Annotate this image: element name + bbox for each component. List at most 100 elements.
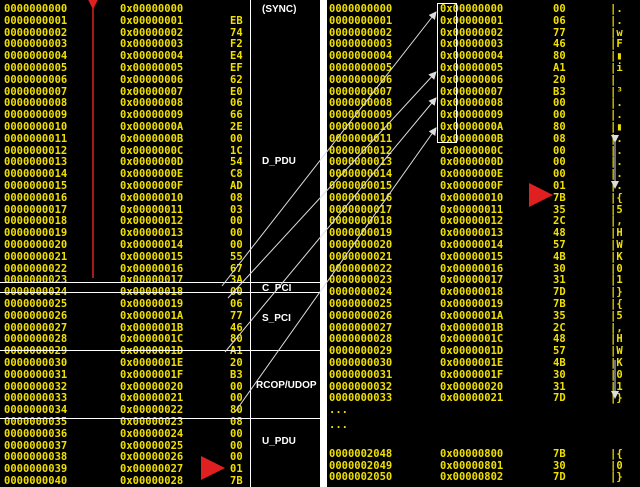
row-byte-value: 06 xyxy=(230,97,243,110)
row-ascii: |, xyxy=(610,215,623,228)
row-offset-dec: 0000000016 xyxy=(329,191,393,204)
row-offset-hex: 0x00000000 xyxy=(440,3,504,15)
row-offset-dec: 0000000024 xyxy=(329,286,393,299)
row-offset-hex: 0x0000001F xyxy=(440,368,504,381)
row-offset-hex: 0x0000000C xyxy=(440,144,504,157)
row-offset-dec: 0000000020 xyxy=(4,239,68,251)
row-offset-hex: 0x00000013 xyxy=(120,227,184,240)
row-byte-value: 54 xyxy=(230,156,243,169)
row-offset-hex: 0x0000001F xyxy=(120,368,184,381)
row-byte-value: B3 xyxy=(230,368,243,381)
row-byte-value: 30 xyxy=(553,459,566,472)
row-byte-value: 00 xyxy=(230,239,243,251)
row-ascii: |, xyxy=(610,321,623,334)
row-byte-value: 1C xyxy=(230,144,243,157)
row-offset-dec: 0000000006 xyxy=(4,73,68,86)
row-byte-value: F2 xyxy=(230,38,243,51)
row-offset-hex: 0x00000000 xyxy=(120,3,184,15)
row-offset-hex: 0x0000000D xyxy=(440,156,504,169)
row-byte-value: 00 xyxy=(553,156,566,169)
row-byte-value: 35 xyxy=(553,309,566,322)
row-offset-dec: 0000000010 xyxy=(4,121,68,133)
row-ascii: |0 xyxy=(610,368,623,381)
row-offset-dec: ... xyxy=(329,418,348,431)
row-ascii: |K xyxy=(610,357,623,369)
row-offset-hex: 0x0000000A xyxy=(120,121,184,133)
row-offset-dec: 0000000008 xyxy=(329,97,393,110)
row-byte-value: 7B xyxy=(553,191,566,204)
row-byte-value: 00 xyxy=(553,109,566,122)
row-ascii: |{ xyxy=(610,447,623,460)
row-ascii: |} xyxy=(610,471,623,484)
row-ascii: |³ xyxy=(610,85,623,98)
row-offset-hex: 0x0000001A xyxy=(120,309,184,322)
row-offset-dec: 0000000025 xyxy=(4,298,68,310)
row-offset-dec: 0000000030 xyxy=(4,357,68,369)
arrow-rcop-map xyxy=(224,97,437,353)
row-offset-dec: 0000000026 xyxy=(4,309,68,322)
row-offset-hex: 0x00000004 xyxy=(120,50,184,63)
row-byte-value: 08 xyxy=(230,416,243,428)
row-byte-value: 35 xyxy=(553,203,566,216)
row-offset-dec: 0000000013 xyxy=(329,156,393,169)
row-offset-dec: 0000000030 xyxy=(329,357,393,369)
row-offset-dec: 0000000011 xyxy=(329,132,393,145)
separator-rcop-bottom xyxy=(0,418,320,419)
row-byte-value: 57 xyxy=(553,239,566,251)
row-byte-value: 57 xyxy=(553,345,566,358)
row-offset-dec: 0000000006 xyxy=(329,73,393,86)
row-offset-dec: 0000000031 xyxy=(4,368,68,381)
row-byte-value: 00 xyxy=(230,451,243,464)
row-ascii: |1 xyxy=(610,274,623,287)
row-offset-dec: 0000000015 xyxy=(4,180,68,192)
row-byte-value: 06 xyxy=(553,14,566,27)
row-offset-dec: 0000000013 xyxy=(4,156,68,169)
row-offset-hex: 0x00000008 xyxy=(440,97,504,110)
row-offset-dec: 0000000037 xyxy=(4,439,68,452)
row-offset-dec: 0000000018 xyxy=(329,215,393,228)
row-offset-hex: 0x00000800 xyxy=(440,447,504,460)
row-byte-value: 7D xyxy=(553,392,566,405)
row-byte-value: 7D xyxy=(553,286,566,299)
row-byte-value: 7B xyxy=(553,298,566,310)
row-offset-hex: 0x0000001A xyxy=(440,309,504,322)
label-d-pdu: D_PDU xyxy=(262,156,296,167)
separator-c-pci-bottom xyxy=(0,292,320,293)
row-offset-dec: 0000000005 xyxy=(4,62,68,74)
row-byte-value: 80 xyxy=(553,50,566,63)
row-offset-hex: 0x0000001C xyxy=(440,333,504,346)
row-offset-hex: 0x00000005 xyxy=(440,62,504,74)
row-byte-value: 2C xyxy=(553,321,566,334)
row-offset-dec: 0000000009 xyxy=(4,109,68,122)
row-offset-hex: 0x00000012 xyxy=(120,215,184,228)
row-offset-hex: 0x00000025 xyxy=(120,439,184,452)
row-offset-dec: 0000000035 xyxy=(4,416,68,428)
row-offset-dec: 0000000026 xyxy=(329,309,393,322)
row-offset-hex: 0x00000022 xyxy=(120,404,184,417)
row-byte-value: 48 xyxy=(553,227,566,240)
row-byte-value: 66 xyxy=(230,109,243,122)
row-offset-hex: 0x0000000A xyxy=(440,121,504,133)
row-offset-dec: 0000000032 xyxy=(4,380,68,393)
row-offset-dec: 0000000036 xyxy=(4,427,68,440)
label-c-pci: C_PCI xyxy=(262,283,292,294)
row-offset-dec: 0000000019 xyxy=(329,227,393,240)
